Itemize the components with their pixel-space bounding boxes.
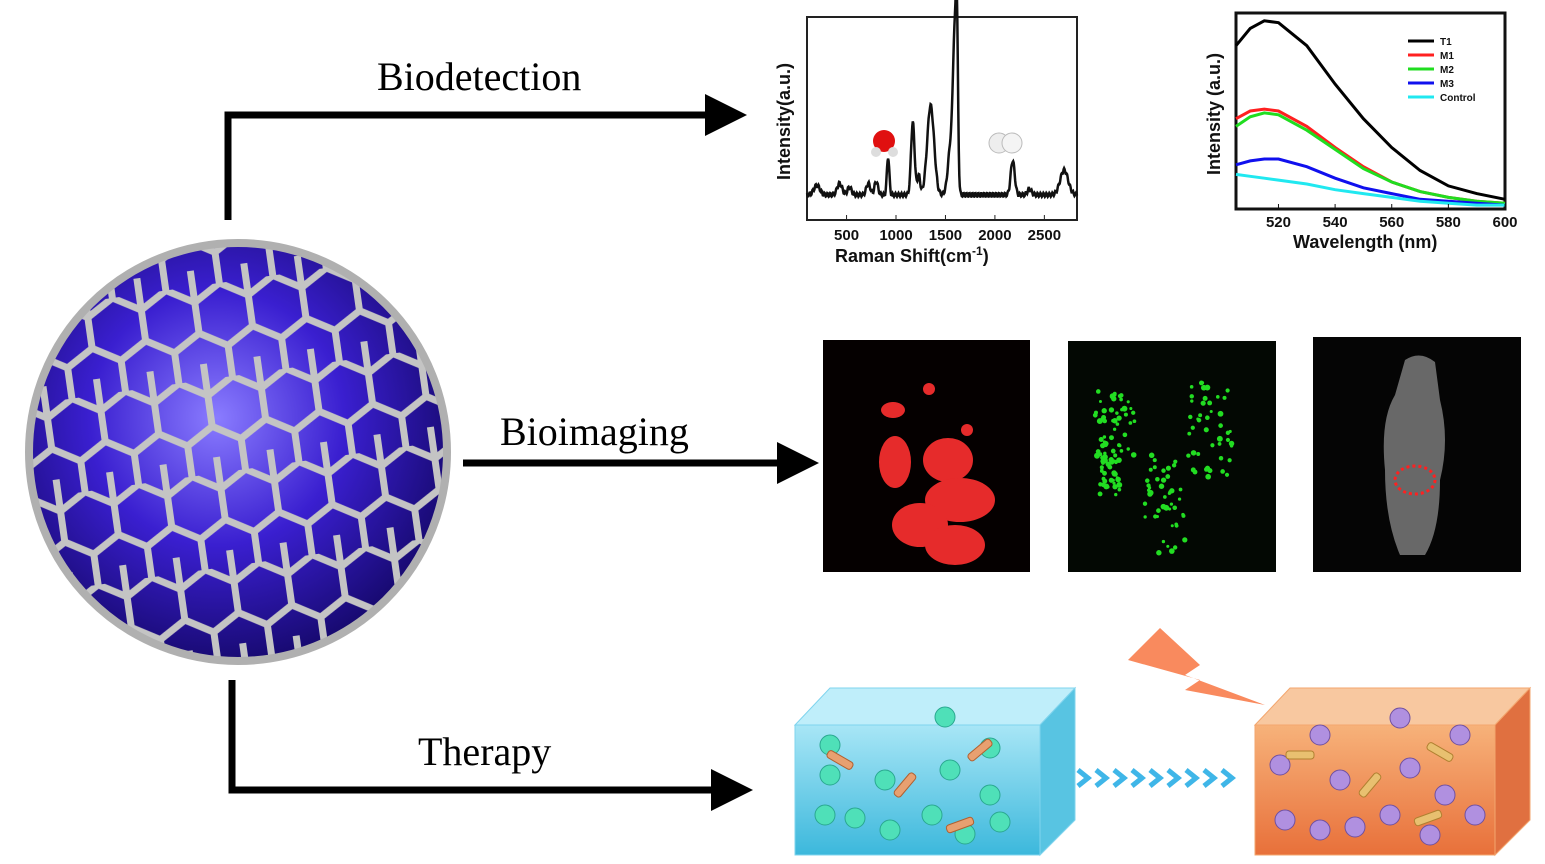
heated-box [1253, 686, 1532, 857]
legend-label: M2 [1440, 65, 1454, 76]
arrow-therapy [228, 680, 753, 811]
legend-label: M1 [1440, 51, 1454, 62]
red-fluorescence-image [823, 340, 1030, 572]
nanocage-sphere [0, 212, 478, 692]
lightning-icon [1128, 628, 1265, 705]
raman-xtick-label: 1500 [929, 227, 962, 244]
fluorescence-xtick-label: 580 [1436, 214, 1461, 231]
bioimaging-label: Bioimaging [500, 409, 689, 454]
arrows [224, 94, 819, 811]
water-box [793, 686, 1077, 857]
raman-xlabel: Raman Shift(cm-1) [835, 244, 989, 266]
fluorescence-xtick-label: 560 [1379, 214, 1404, 231]
raman-xtick-label: 1000 [879, 227, 912, 244]
therapy-label: Therapy [418, 729, 552, 774]
legend-label: T1 [1440, 37, 1452, 48]
legend-label: Control [1440, 93, 1476, 104]
fluorescence-xlabel: Wavelength (nm) [1293, 232, 1437, 252]
green-fluorescence-image [1068, 341, 1276, 572]
raman-ylabel: Intensity(a.u.) [774, 63, 794, 180]
chevron-arrows-icon [1076, 768, 1237, 788]
fluorescence-xtick-label: 540 [1323, 214, 1348, 231]
series-line-control [1235, 172, 1505, 207]
arrow-biodetection [224, 94, 747, 220]
mri-image [1313, 337, 1521, 572]
raman-xtick-label: 500 [834, 227, 859, 244]
fluorescence-xtick-label: 600 [1492, 214, 1517, 231]
fluorescence-ylabel: Intensity (a.u.) [1204, 53, 1224, 175]
raman-xtick-label: 2000 [978, 227, 1011, 244]
series-line-m2 [1235, 111, 1506, 205]
raman-xtick-label: 2500 [1028, 227, 1061, 244]
hydrogen-molecule-icon [988, 132, 1023, 154]
legend-label: M3 [1440, 79, 1454, 90]
water-molecule-icon [871, 130, 898, 157]
biodetection-label: Biodetection [377, 54, 582, 99]
raman-chart: 500 1000 1500 2000 2500 Raman Shift(cm-1) In… [774, 0, 1079, 266]
series-line-t1 [1234, 19, 1506, 201]
series-line-m3 [1235, 157, 1506, 207]
raman-series-line [805, 0, 1079, 200]
fluorescence-xtick-label: 520 [1266, 214, 1291, 231]
